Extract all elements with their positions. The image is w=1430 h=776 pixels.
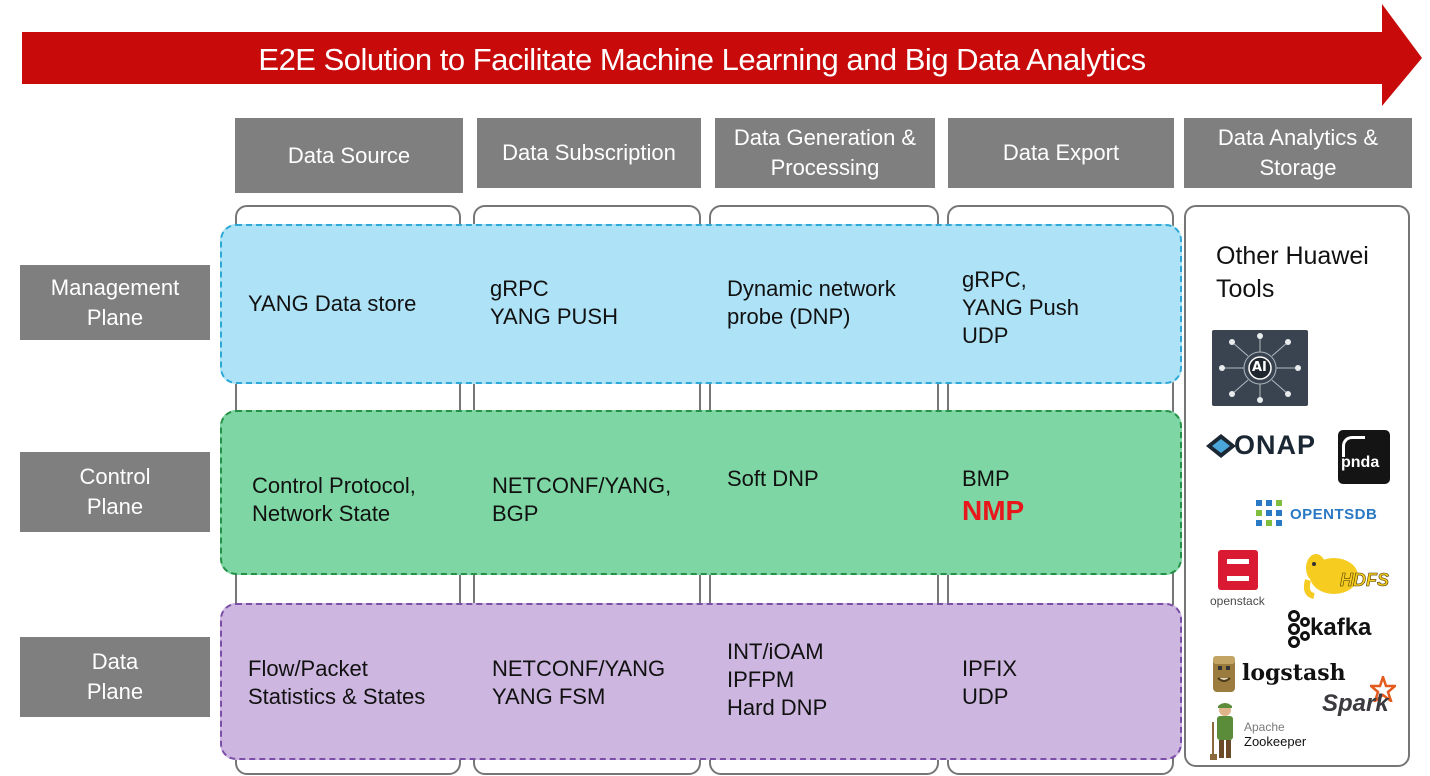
zookeeper-logo-text: Zookeeper: [1244, 734, 1307, 749]
banner-arrow: [22, 4, 1422, 106]
ai-network-logo: AI: [1212, 330, 1308, 406]
onap-logo: ONAP: [1206, 430, 1324, 464]
cell-control-source: Control Protocol, Network State: [252, 473, 416, 526]
cell-data-processing: INT/iOAM IPFPM Hard DNP: [727, 639, 828, 720]
spark-logo: Spark: [1322, 676, 1402, 722]
pnda-logo: pnda: [1338, 430, 1390, 484]
column-box-data-analytics: [1184, 205, 1410, 767]
cell-mgmt-export: gRPC, YANG Push UDP: [962, 267, 1079, 348]
column-header-data-analytics: Data Analytics & Storage: [1184, 118, 1412, 188]
band-control-plane: [220, 410, 1182, 575]
tools-title: Other Huawei Tools: [1216, 242, 1369, 303]
band-management-plane: [220, 224, 1182, 384]
kafka-logo-text: kafka: [1310, 614, 1372, 641]
zookeeper-logo: Apache Zookeeper: [1210, 702, 1320, 764]
opentsdb-logo-text: OPENTSDB: [1290, 506, 1378, 523]
opentsdb-logo: OPENTSDB: [1256, 500, 1396, 530]
ai-logo-text: AI: [1252, 360, 1267, 375]
column-header-data-source: Data Source: [235, 118, 463, 193]
banner-title: E2E Solution to Facilitate Machine Learn…: [258, 42, 1146, 77]
column-header-data-export: Data Export: [948, 118, 1174, 188]
openstack-logo-text: openstack: [1210, 594, 1265, 608]
cell-data-subscription: NETCONF/YANG YANG FSM: [492, 656, 666, 709]
logstash-logo-text: logstash: [1242, 660, 1346, 686]
openstack-logo: openstack: [1210, 550, 1278, 612]
apache-logo-text: Apache: [1244, 720, 1285, 734]
cell-mgmt-source: YANG Data store: [248, 291, 417, 316]
cell-mgmt-processing: Dynamic network probe (DNP): [727, 276, 896, 329]
cell-control-export-nmp: NMP: [962, 495, 1025, 526]
column-header-data-subscription: Data Subscription: [477, 118, 701, 188]
cell-data-source: Flow/Packet Statistics & States: [248, 656, 426, 709]
column-header-data-processing: Data Generation & Processing: [715, 118, 935, 188]
hdfs-logo: HDFS: [1302, 550, 1400, 600]
pnda-logo-text: pnda: [1341, 454, 1380, 471]
cell-control-export: BMP: [962, 466, 1010, 491]
row-label-management-plane: Management Plane: [20, 265, 210, 340]
cell-control-subscription: NETCONF/YANG, BGP: [492, 473, 672, 526]
hdfs-logo-text: HDFS: [1340, 570, 1390, 591]
logstash-logo: logstash: [1206, 652, 1346, 696]
onap-logo-text: ONAP: [1234, 430, 1317, 460]
row-label-control-plane: Control Plane: [20, 452, 210, 532]
row-label-data-plane: Data Plane: [20, 637, 210, 717]
kafka-logo: kafka: [1286, 610, 1392, 650]
cell-control-processing: Soft DNP: [727, 466, 819, 491]
cell-mgmt-subscription: gRPC YANG PUSH: [490, 276, 618, 329]
cell-data-export: IPFIX UDP: [962, 656, 1018, 709]
spark-logo-text: Spark: [1322, 690, 1389, 717]
band-data-plane: [220, 603, 1182, 760]
